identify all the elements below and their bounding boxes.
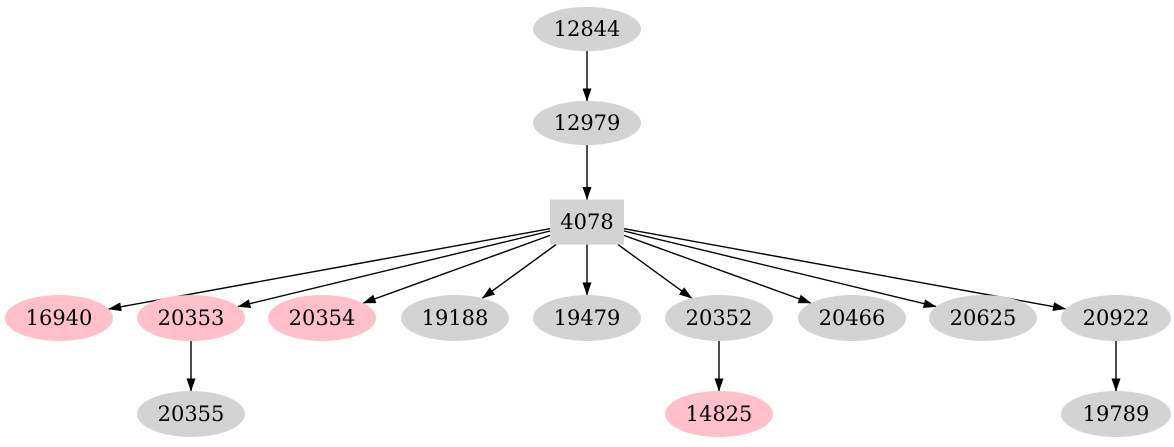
node-12979: 12979 <box>533 101 641 145</box>
node-20352: 20352 <box>665 295 773 341</box>
node-ellipse-shape <box>798 295 906 341</box>
node-ellipse-shape <box>5 295 113 341</box>
node-label: 19789 <box>1083 402 1150 426</box>
edge-4078-19188 <box>481 243 557 299</box>
node-label: 20625 <box>950 306 1017 330</box>
node-label: 19188 <box>422 306 489 330</box>
node-label: 20355 <box>158 402 225 426</box>
node-ellipse-shape <box>665 295 773 341</box>
edge-4078-20352 <box>617 243 693 299</box>
node-20922: 20922 <box>1061 295 1171 341</box>
node-ellipse-shape <box>665 391 773 437</box>
node-label: 20922 <box>1083 306 1150 330</box>
node-19479: 19479 <box>533 295 641 341</box>
edges-layer <box>108 51 1121 392</box>
node-ellipse-shape <box>533 295 641 341</box>
edge-4078-20466 <box>623 234 812 304</box>
edge-4078-20353 <box>237 230 551 309</box>
node-12844: 12844 <box>533 7 641 51</box>
node-label: 12979 <box>554 111 621 135</box>
node-box-shape <box>550 199 624 245</box>
node-ellipse-shape <box>533 7 641 51</box>
node-ellipse-shape <box>137 295 245 341</box>
node-label: 20466 <box>819 306 886 330</box>
node-4078: 4078 <box>550 199 624 245</box>
node-label: 16940 <box>26 306 93 330</box>
node-16940: 16940 <box>5 295 113 341</box>
node-14825: 14825 <box>665 391 773 437</box>
node-20466: 20466 <box>798 295 906 341</box>
node-20354: 20354 <box>268 295 376 341</box>
node-label: 14825 <box>686 402 753 426</box>
node-label: 20353 <box>158 306 225 330</box>
edge-4078-20354 <box>362 234 551 304</box>
node-20355: 20355 <box>137 391 245 437</box>
node-label: 20354 <box>289 306 356 330</box>
node-ellipse-shape <box>1061 391 1171 437</box>
nodes-layer: 12844 12979 4078 16940 20353 20354 19188 19479 2… <box>5 7 1171 437</box>
node-20625: 20625 <box>929 295 1037 341</box>
node-label: 19479 <box>554 306 621 330</box>
node-ellipse-shape <box>268 295 376 341</box>
node-ellipse-shape <box>1061 295 1171 341</box>
node-label: 12844 <box>554 17 621 41</box>
edge-4078-20625 <box>623 230 937 309</box>
node-label: 4078 <box>560 210 613 234</box>
node-19188: 19188 <box>401 295 509 341</box>
node-19789: 19789 <box>1061 391 1171 437</box>
node-ellipse-shape <box>137 391 245 437</box>
node-ellipse-shape <box>401 295 509 341</box>
node-ellipse-shape <box>533 101 641 145</box>
node-label: 20352 <box>686 306 753 330</box>
node-ellipse-shape <box>929 295 1037 341</box>
node-20353: 20353 <box>137 295 245 341</box>
